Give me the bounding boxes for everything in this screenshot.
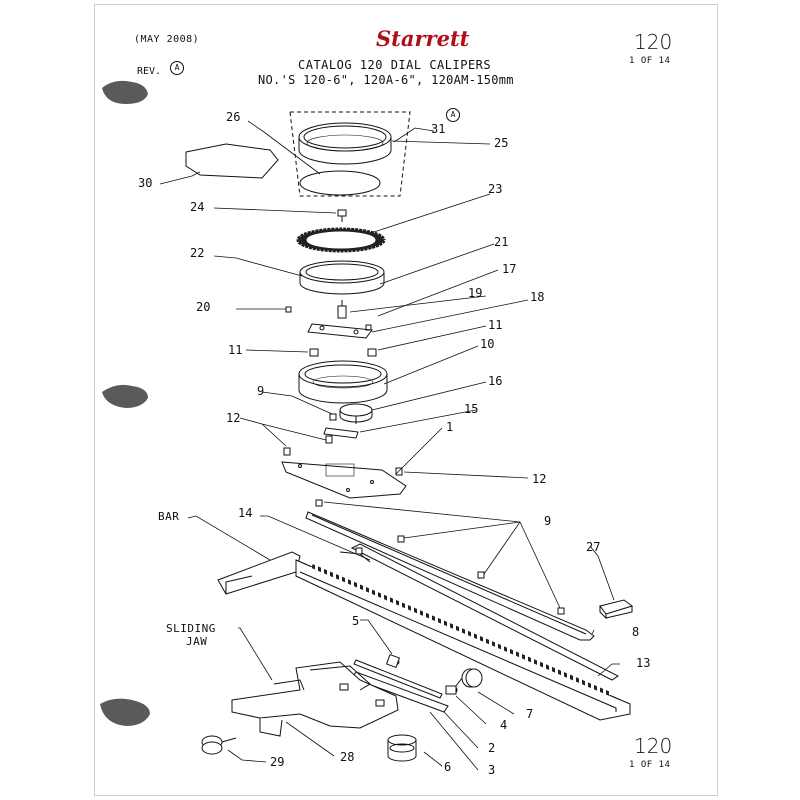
callout-25: 25 [494,136,509,150]
bar-label: BAR [158,510,180,523]
base-plate-1 [281,461,407,499]
thumb-roller-7 [455,668,483,688]
rack-14 [350,543,619,681]
callout-9-gear: 9 [257,384,265,398]
pinion-19 [337,300,347,319]
callout-15: 15 [464,402,479,416]
callout-3: 3 [488,763,496,777]
callout-22: 22 [190,246,205,260]
screw-12-b [325,435,333,444]
dial-face [296,227,386,253]
callout-6: 6 [444,760,452,774]
callout-23: 23 [488,182,503,196]
binder-hole-bottom [100,698,150,726]
bracket-plate-18 [307,323,373,339]
screw-9-gib-3 [557,607,565,615]
depth-knob-6 [387,734,417,762]
sliding-jaw-label-line1: SLIDING [166,622,216,635]
callout-29: 29 [270,755,285,769]
sliding-jaw [231,661,399,737]
callout-1: 1 [446,420,454,434]
screw-20 [285,306,292,313]
gib-strip-8 [305,511,595,641]
screw-9-gear [329,413,337,421]
screw-9-gib-2 [477,571,485,579]
screw-24 [337,209,347,222]
rev-letter: A [170,61,184,75]
callout-9-gib: 9 [544,514,552,528]
lock-screw-29 [201,735,237,755]
callout-19: 19 [468,286,483,300]
spring-15 [323,427,359,439]
callout-30: 30 [138,176,153,190]
callout-31: 31 [431,122,446,136]
sliding-jaw-label-line2: JAW [186,635,208,648]
crystal-lens [299,170,381,196]
gear-16 [339,403,373,424]
callout-27: 27 [586,540,601,554]
callout-21: 21 [494,235,509,249]
callout-2: 2 [488,741,496,755]
rev-label: REV. [137,66,162,77]
callout-12-left: 12 [226,411,241,425]
pin-5 [385,653,401,669]
callout-31-rev: A [446,108,460,122]
model-numbers: NO.'S 120-6", 120A-6", 120AM-150mm [258,73,514,87]
thumb-screw-4 [445,685,458,695]
bezel-ring [298,122,392,165]
callout-28: 28 [340,750,355,764]
callout-24: 24 [190,200,205,214]
page-indicator-top: 1 OF 14 [629,56,671,66]
screw-11-right [367,348,377,357]
dial-housing-10 [298,360,388,404]
dial-plate-30 [185,143,279,179]
callout-11-right: 11 [488,318,503,332]
page-indicator-bottom: 1 OF 14 [629,760,671,770]
callout-4: 4 [500,718,508,732]
callout-12-right: 12 [532,472,547,486]
catalog-title: CATALOG 120 DIAL CALIPERS [298,58,492,72]
catalog-number-bottom: 120 [634,734,673,758]
caliper-bar [217,547,631,721]
strip-2 [353,659,443,699]
callout-7: 7 [526,707,534,721]
dial-assembly-bracket [289,111,411,197]
catalog-number-top: 120 [634,30,673,54]
screw-17 [365,324,372,331]
callout-18: 18 [530,290,545,304]
screw-11-left [309,348,319,357]
screw-9-gib-end [315,499,323,507]
screw-12-a [283,447,291,456]
date-label: (MAY 2008) [134,34,200,45]
binder-hole-middle [102,384,148,408]
callout-14: 14 [238,506,253,520]
dial-ring-22 [299,260,385,295]
callout-26: 26 [226,110,241,124]
screw-9-gib-1 [397,535,405,543]
binder-hole-top [102,80,148,104]
callout-20: 20 [196,300,211,314]
callout-13: 13 [636,656,651,670]
callout-8: 8 [632,625,640,639]
callout-16: 16 [488,374,503,388]
callout-11-left: 11 [228,343,243,357]
callout-17: 17 [502,262,517,276]
callout-5: 5 [352,614,360,628]
end-cap-27 [599,599,634,620]
brand-logo: Starrett [376,26,470,51]
callout-10: 10 [480,337,495,351]
